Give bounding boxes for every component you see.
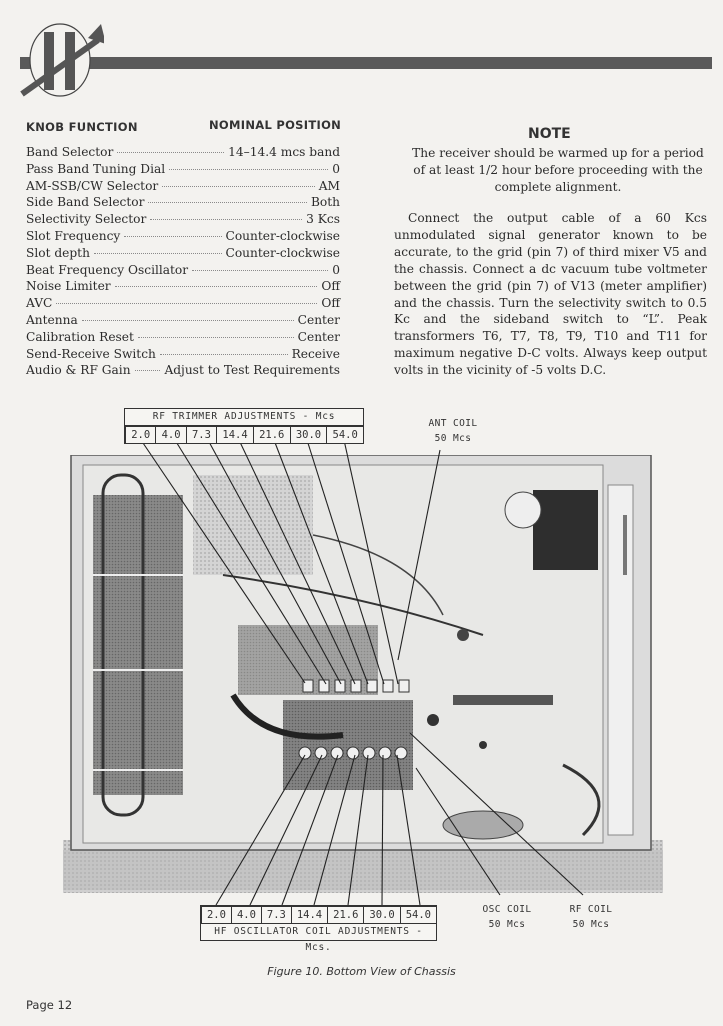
knob-function: Beat Frequency Oscillator [26,262,189,277]
knob-function: Selectivity Selector [26,212,147,227]
rf-coil-name: RF COIL [569,904,613,915]
hf-oscillator-value: 21.6 [327,906,365,924]
knob-function: AM-SSB/CW Selector [26,178,159,193]
figure-caption: Figure 10. Bottom View of Chassis [267,965,456,978]
knob-row: Pass Band Tuning Dial 0 [26,161,340,178]
knob-function: Slot depth [26,245,90,260]
leader-dots [169,168,329,170]
knob-position: 14–14.4 mcs band [228,145,340,159]
knob-function-header: KNOB FUNCTION [26,120,138,134]
knob-function: AVC [26,296,53,311]
knob-position: Off [321,296,340,311]
alignment-instructions: Connect the output cable of a 60 Kcs unm… [394,211,707,378]
knob-function: Noise Limiter [26,279,111,294]
knob-row: Calibration Reset Center [26,329,340,346]
knob-row: AM-SSB/CW Selector AM [26,178,340,195]
knob-position: Center [297,329,340,344]
knob-function: Pass Band Tuning Dial [26,161,166,176]
ant-coil-label: ANT COIL 50 Mcs [418,416,488,446]
ant-coil-freq: 50 Mcs [434,433,472,444]
osc-coil-name: OSC COIL [482,904,532,915]
header-rule [20,57,712,69]
knob-row: Side Band Selector Both [26,194,340,211]
knob-position: Receive [291,346,340,361]
rf-coil-freq: 50 Mcs [572,919,610,930]
knob-row: Beat Frequency Oscillator 0 [26,262,340,279]
hf-oscillator-title: HF OSCILLATOR COIL ADJUSTMENTS - Mcs. [201,923,436,953]
knob-function: Side Band Selector [26,195,145,210]
page-number: Page 12 [26,998,73,1012]
rf-trimmer-value: 21.6 [252,426,291,444]
knob-row: Slot Frequency Counter-clockwise [26,228,340,245]
rf-coil-label: RF COIL 50 Mcs [556,902,626,932]
leader-dots [150,219,303,221]
knob-row: Slot depth Counter-clockwise [26,245,340,262]
rf-trimmer-value: 4.0 [155,426,187,444]
knob-position: 3 Kcs [306,212,340,227]
knob-function: Band Selector [26,145,114,159]
knob-position: Center [297,312,340,327]
knob-row: AVC Off [26,295,340,312]
hf-oscillator-value: 30.0 [363,906,401,924]
leader-dots [93,252,222,254]
rf-trimmer-value: 14.4 [216,426,254,444]
knob-function: Antenna [26,312,78,327]
leader-dots [117,152,225,153]
knob-position: AM [318,178,340,193]
knob-position: Adjust to Test Requirements [164,363,340,378]
ant-coil-name: ANT COIL [428,418,478,429]
rf-trimmer-value: 54.0 [326,426,365,444]
osc-coil-freq: 50 Mcs [488,919,526,930]
hf-oscillator-value: 54.0 [399,906,437,924]
leader-dots [192,269,329,271]
knob-function: Slot Frequency [26,228,121,243]
leader-dots [137,336,294,338]
nominal-position-header: NOMINAL POSITION [209,118,342,132]
knob-row: Band Selector 14–14.4 mcs band [26,144,340,161]
knob-row: Send-Receive Switch Receive [26,346,340,363]
rf-trimmer-value: 30.0 [289,426,328,444]
leader-dots [148,202,307,204]
leader-dots [56,303,318,305]
knob-position: 0 [332,262,340,277]
knob-function: Audio & RF Gain [26,363,131,378]
knob-row: Selectivity Selector 3 Kcs [26,211,340,228]
knob-row: Antenna Center [26,312,340,329]
rf-trimmer-value: 7.3 [185,426,218,444]
chassis-bottom-view-photo [63,455,663,893]
rf-trimmer-title: RF TRIMMER ADJUSTMENTS - Mcs [125,409,363,426]
knob-function: Calibration Reset [26,329,134,344]
hf-oscillator-value: 4.0 [230,906,262,924]
hf-oscillator-value: 14.4 [290,906,329,924]
hallicrafters-logo-icon [20,23,104,97]
hf-oscillator-value: 7.3 [260,906,292,924]
knob-position: Counter-clockwise [225,228,340,243]
osc-coil-label: OSC COIL 50 Mcs [472,902,542,932]
leader-dots [159,353,288,355]
rf-trimmer-value: 2.0 [125,426,157,444]
knob-position: Counter-clockwise [225,245,340,260]
leader-dots [162,185,315,187]
note-body: The receiver should be warmed up for a p… [412,146,704,194]
leader-dots [81,319,294,321]
leader-dots [134,370,161,372]
knob-row: Audio & RF Gain Adjust to Test Requiremen… [26,362,340,379]
knob-position: Off [321,279,340,294]
leader-dots [114,286,318,288]
knob-function: Send-Receive Switch [26,346,156,361]
knob-row: Noise Limiter Off [26,278,340,295]
leader-dots [124,235,222,237]
knob-position: Both [310,195,340,210]
note-title: NOTE [528,126,571,142]
hf-oscillator-value: 2.0 [201,906,232,924]
knob-position: 0 [332,161,340,176]
